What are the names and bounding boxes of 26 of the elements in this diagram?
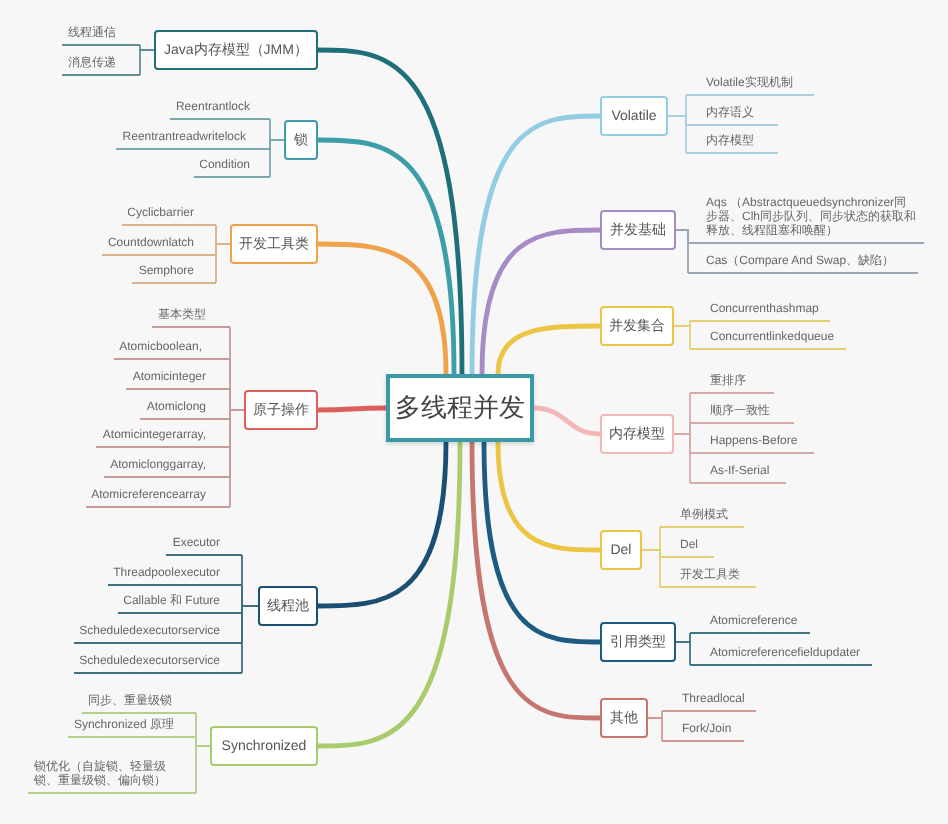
branch-curve [469, 113, 601, 375]
branch-curve [318, 405, 386, 413]
bracket-line [229, 409, 245, 508]
branch-curve [317, 47, 465, 375]
bracket-line [667, 115, 687, 154]
bracket-line [675, 229, 689, 274]
bracket-line [675, 641, 691, 666]
bracket-line [647, 717, 663, 742]
branch-curve [469, 441, 601, 721]
branch-curve [317, 441, 463, 749]
bracket-line [139, 49, 155, 76]
bracket-line [641, 549, 661, 588]
bracket-line [673, 325, 691, 350]
bracket-line [673, 433, 691, 484]
branch-curve [495, 323, 600, 375]
branch-curve [481, 441, 600, 645]
central-topic-box: 多线程并发 [386, 374, 534, 442]
branch-curve [318, 441, 449, 609]
branch-curve [318, 241, 449, 375]
branch-curve [317, 137, 457, 375]
branch-curve [495, 441, 600, 553]
bracket-line [241, 605, 259, 674]
branch-curve [479, 227, 600, 375]
branch-curve [533, 405, 601, 437]
bracket-line [269, 139, 285, 178]
bracket-line [195, 745, 211, 794]
